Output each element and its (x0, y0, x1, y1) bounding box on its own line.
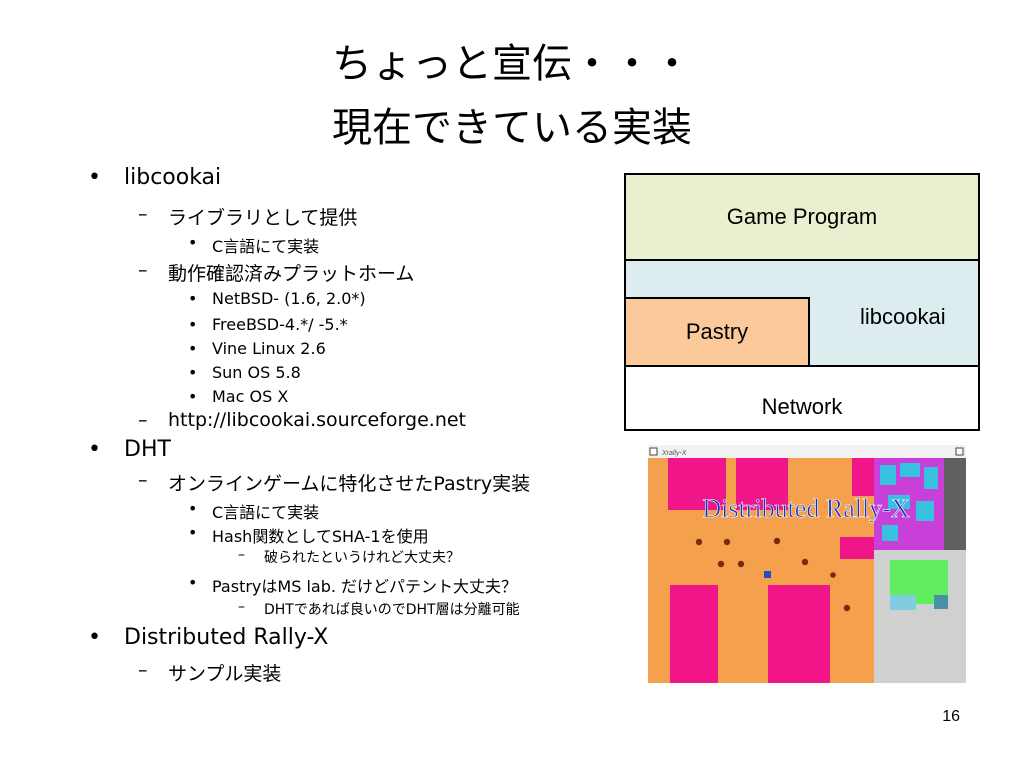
bullet-marker: • (88, 437, 101, 462)
map-block (670, 585, 718, 683)
map-block (736, 458, 788, 510)
bullet-marker: • (188, 363, 198, 382)
enemy-car (695, 538, 703, 546)
enemy-car (737, 560, 745, 568)
window-menu-icon[interactable] (649, 447, 658, 456)
player-car (764, 571, 771, 578)
bullet-item-level3: Hash関数としてSHA-1を使用 (212, 527, 429, 546)
bullet-item-level2[interactable]: http://libcookai.sourceforge.net (168, 409, 467, 431)
game-overlay-title: Distributed Rally-X (702, 494, 909, 523)
bullet-marker: • (188, 289, 198, 308)
enemy-car (843, 604, 851, 612)
bullet-item-level2: ライブラリとして提供 (168, 207, 358, 229)
radar-blue-zone (890, 595, 916, 610)
enemy-car (723, 538, 731, 546)
enemy-car (717, 560, 725, 568)
bullet-marker: • (88, 625, 101, 650)
radar-cell (900, 463, 920, 477)
bullet-item-level3: Mac OS X (212, 387, 289, 406)
window-maximize-icon[interactable] (955, 447, 964, 456)
bullet-marker: – (138, 203, 148, 225)
map-block (768, 585, 830, 683)
pastry-layer: Pastry (624, 297, 810, 367)
network-label: Network (761, 394, 843, 419)
enemy-car (830, 572, 836, 578)
bullet-marker: – (138, 409, 148, 431)
bullet-marker: – (138, 469, 148, 491)
architecture-diagram: Game Program libcookai Pastry Network (624, 173, 980, 431)
bullet-marker: • (188, 387, 198, 406)
radar-cell (916, 501, 934, 521)
game-program-layer: Game Program (624, 173, 980, 261)
bullet-marker: • (88, 165, 101, 190)
pastry-label: Pastry (685, 319, 749, 344)
game-window: Xrally-X Distributed Rally (648, 445, 966, 683)
radar-cell (888, 495, 910, 509)
bullet-item-level1: libcookai (124, 165, 222, 190)
libcookai-label: libcookai (860, 304, 946, 329)
enemy-car (801, 558, 809, 566)
bullet-marker: – (238, 547, 245, 563)
enemy-car (773, 537, 781, 545)
bullet-item-level3: PastryはMS lab. だけどパテント大丈夫？ (212, 577, 518, 596)
bullet-item-level1: DHT (124, 437, 171, 462)
network-layer: Network (624, 365, 980, 431)
bullet-item-level2: サンプル実装 (168, 663, 282, 685)
map-block (852, 458, 874, 496)
map-block (840, 537, 874, 559)
bullet-item-level3: C言語にて実装 (212, 503, 320, 522)
window-titlebar (648, 445, 966, 458)
radar-cell (880, 465, 896, 485)
radar-edge (944, 458, 966, 550)
bullet-marker: • (188, 315, 198, 334)
bullet-item-level2: オンラインゲームに特化させたPastry実装 (168, 473, 531, 495)
page-number: 16 (942, 708, 960, 725)
bullet-marker: • (188, 499, 198, 518)
bullet-item-level2: 動作確認済みプラットホーム (168, 263, 415, 285)
bullet-item-level1: Distributed Rally-X (124, 625, 329, 650)
bullet-marker: • (188, 523, 198, 542)
bullet-marker: • (188, 233, 198, 252)
bullet-item-level3: FreeBSD-4.*/ -5.* (212, 315, 348, 334)
bullet-marker: – (138, 659, 148, 681)
radar-cell (882, 525, 898, 541)
slide-title-line2: 現在できている実装 (332, 105, 692, 151)
radar-blue-zone (934, 595, 948, 609)
game-screenshot: Xrally-X Distributed Rally (648, 445, 966, 683)
bullet-item-level4: DHTであれば良いのでDHT層は分離可能 (264, 602, 520, 618)
bullet-marker: • (188, 573, 198, 592)
bullet-marker: – (238, 599, 245, 615)
bullet-marker: – (138, 259, 148, 281)
game-program-label: Game Program (726, 204, 878, 229)
bullet-marker: • (188, 339, 198, 358)
bullet-item-level3: Vine Linux 2.6 (212, 339, 326, 358)
bullet-item-level4: 破られたというけれど大丈夫？ (264, 550, 460, 566)
map-block (668, 458, 726, 510)
radar-cell (924, 467, 938, 489)
bullet-item-level3: NetBSD- (1.6, 2.0*) (212, 289, 366, 308)
slide-title-line1: ちょっと宣伝・・・ (332, 41, 692, 87)
bullet-item-level3: Sun OS 5.8 (212, 363, 301, 382)
bullet-item-level3: C言語にて実装 (212, 237, 320, 256)
window-title: Xrally-X (661, 450, 687, 457)
